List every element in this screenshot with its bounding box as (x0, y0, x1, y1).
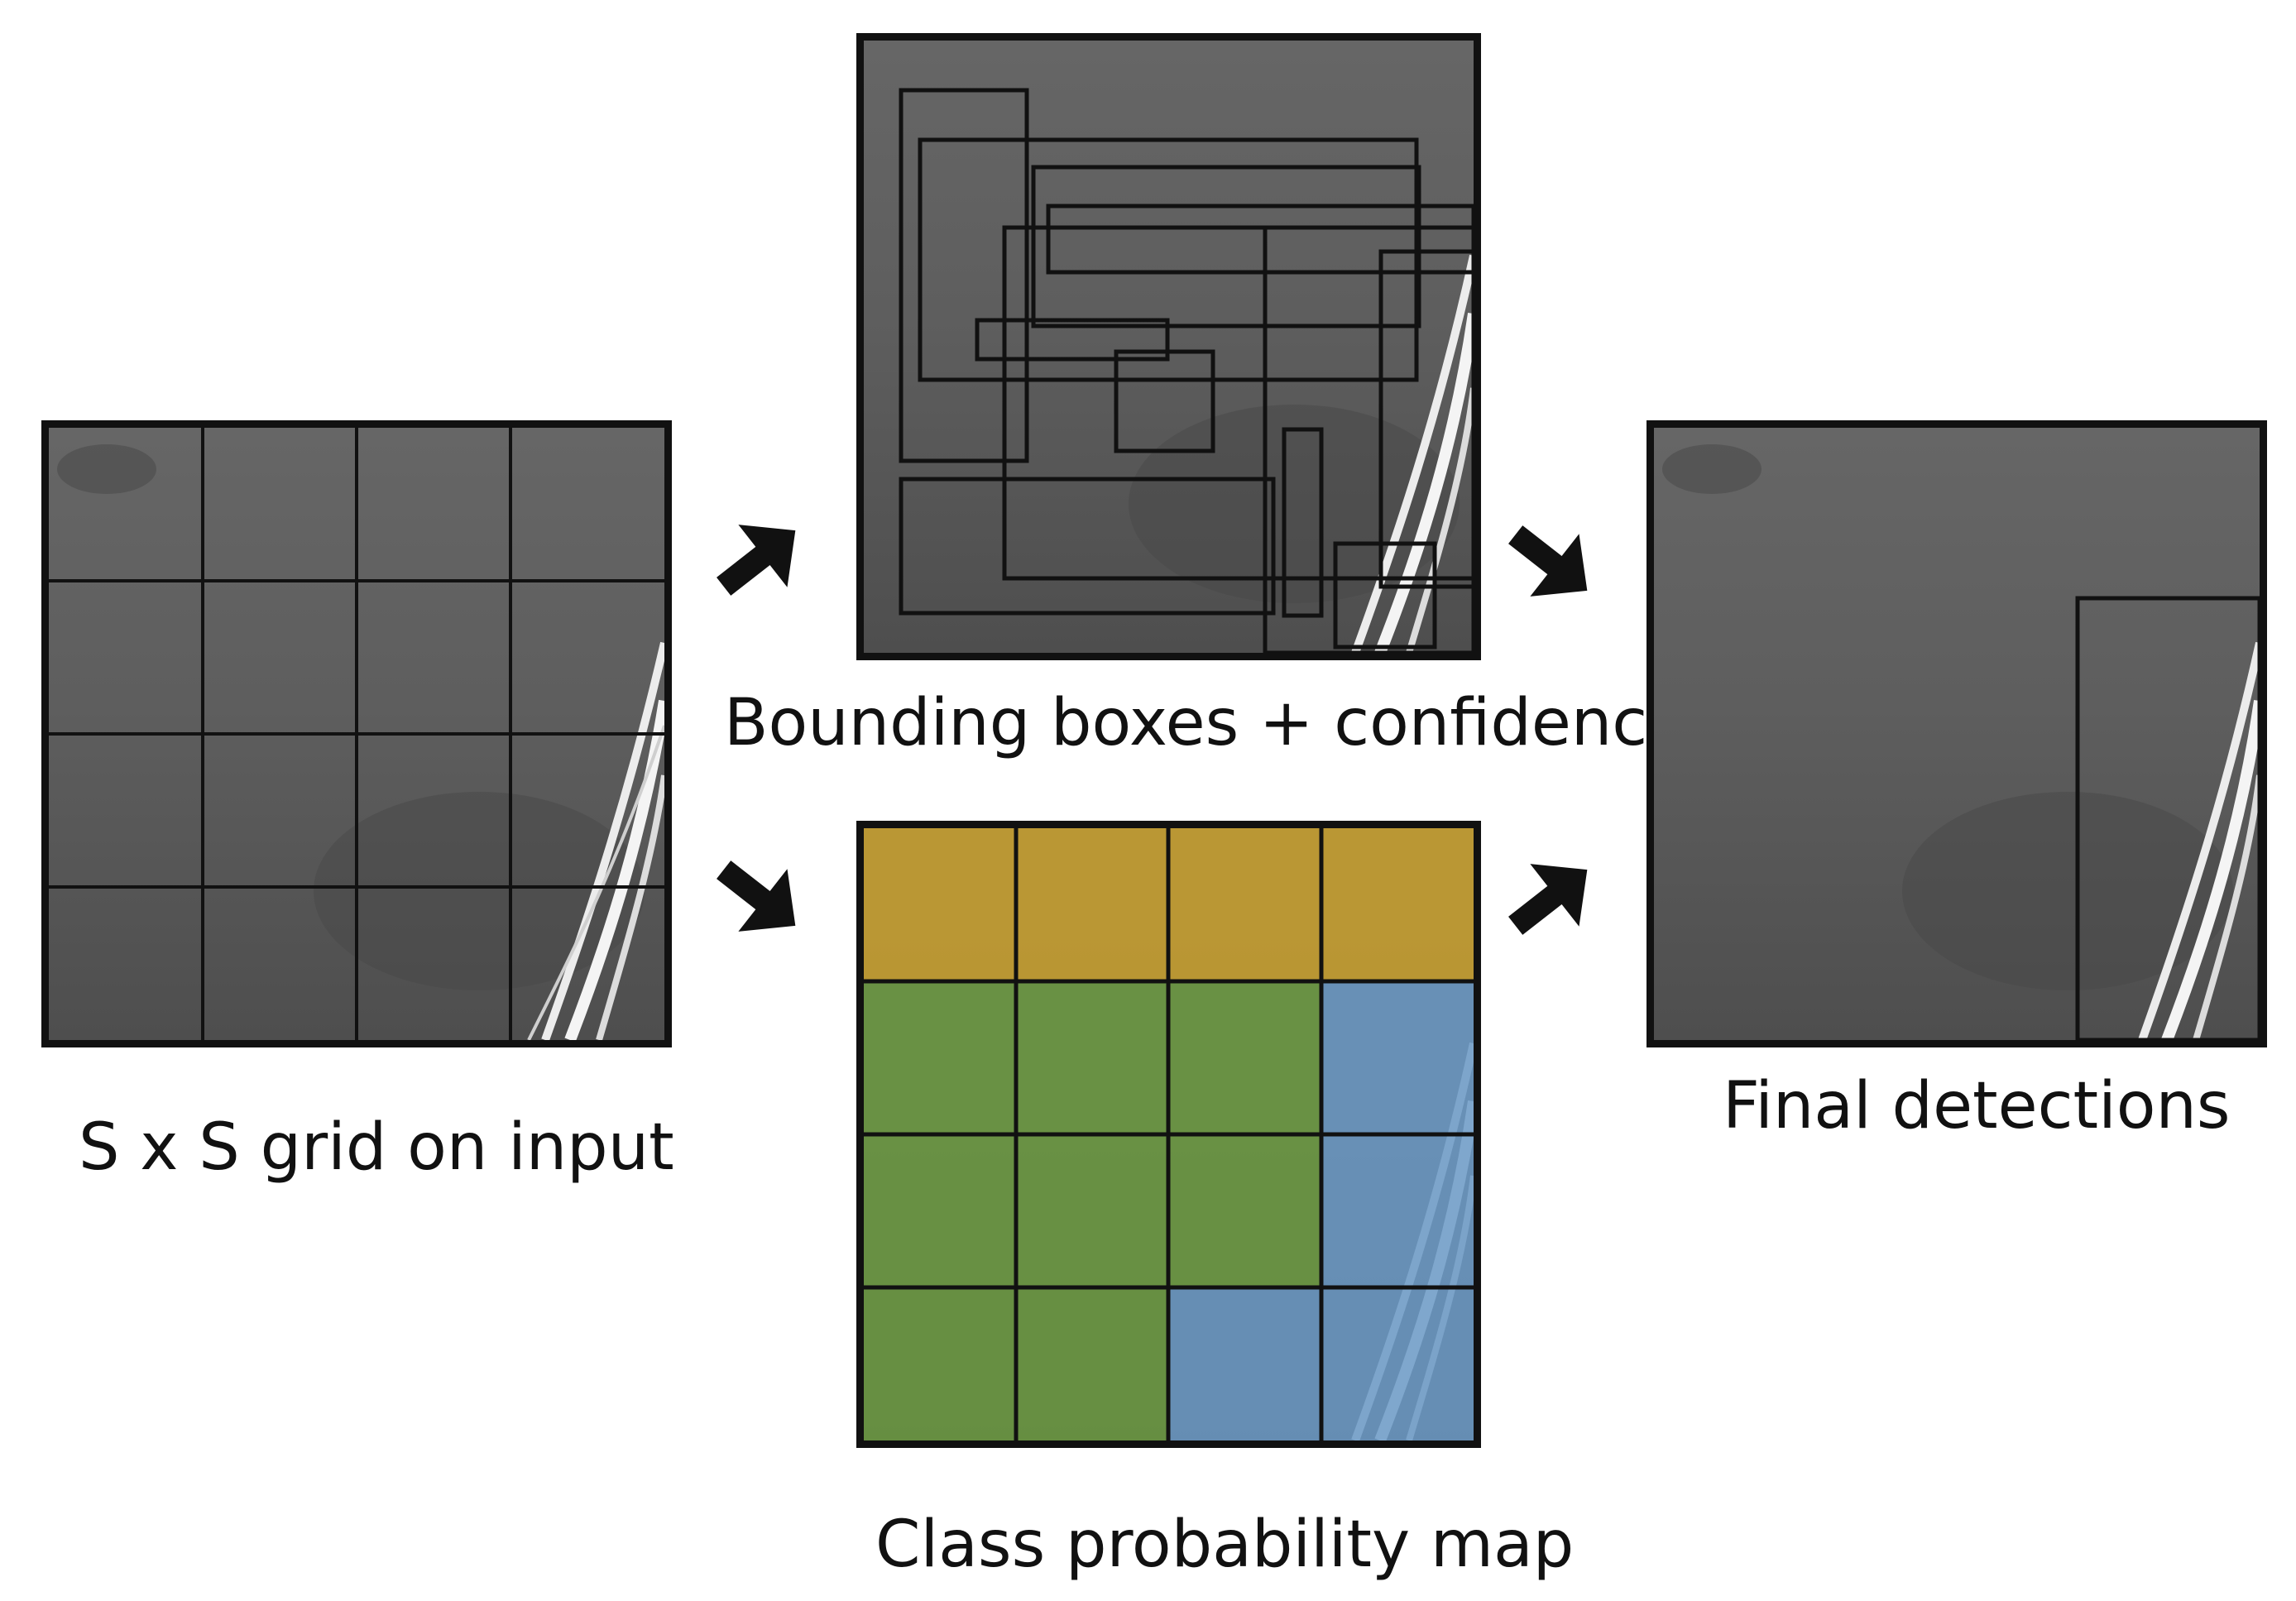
grid-lines (864, 828, 1474, 1440)
arrow-icon (1508, 864, 1588, 935)
input-grid-label: S x S grid on input (79, 1110, 674, 1185)
final-detections-image (1654, 428, 2260, 1040)
class-cell-blue (1321, 1134, 1474, 1287)
class-cell-blue (1321, 1287, 1474, 1440)
class-cell-yellow (1168, 828, 1321, 981)
final-detections-label: Final detections (1723, 1069, 2231, 1143)
final-detections-panel (1647, 420, 2267, 1047)
class-cell-green (864, 1287, 1017, 1440)
class-cell-green (1016, 1287, 1169, 1440)
class-cell-blue (1321, 981, 1474, 1134)
bbox (1114, 349, 1215, 453)
arrow-icon (717, 860, 796, 932)
class-cell-green (864, 1134, 1017, 1287)
class-cells (864, 828, 1474, 1440)
bbox (975, 318, 1170, 362)
class-cell-green (1168, 1134, 1321, 1287)
arrow-icon (717, 525, 796, 596)
bbox (1046, 204, 1474, 275)
grid-lines (49, 428, 664, 1040)
bbox (1333, 541, 1437, 650)
final-detection-box (2075, 596, 2260, 1040)
class-cell-green (1016, 1134, 1169, 1287)
bounding-boxes-panel (856, 33, 1481, 660)
class-probability-image (864, 828, 1474, 1440)
class-cell-green (1016, 981, 1169, 1134)
class-cell-green (864, 981, 1017, 1134)
bounding-boxes-label: Bounding boxes + confidence (724, 686, 1688, 760)
class-cell-yellow (864, 828, 1017, 981)
bbox (899, 477, 1276, 616)
bbox (1002, 225, 1474, 581)
bbox (1031, 165, 1421, 328)
bbox (1378, 249, 1474, 589)
bbox (918, 137, 1419, 382)
class-probability-label: Class probability map (875, 1508, 1575, 1582)
bounding-boxes (899, 88, 1474, 653)
bbox (899, 88, 1029, 463)
class-cell-yellow (1016, 828, 1169, 981)
bounding-boxes-image (864, 41, 1474, 653)
class-cell-yellow (1321, 828, 1474, 981)
input-image (49, 428, 664, 1040)
arrow-icon (1508, 525, 1588, 597)
class-cell-green (1168, 981, 1321, 1134)
input-grid-panel (41, 420, 672, 1047)
class-probability-panel (856, 821, 1481, 1448)
bbox (1282, 427, 1324, 618)
class-cell-blue (1168, 1287, 1321, 1440)
bbox (1263, 225, 1474, 653)
